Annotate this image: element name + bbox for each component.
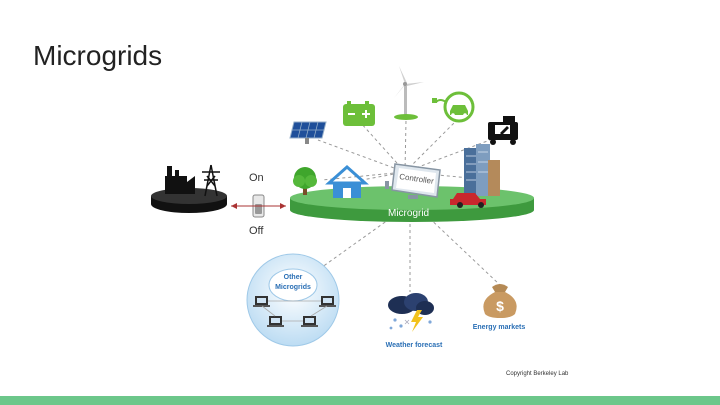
slide-title: Microgrids	[33, 40, 163, 71]
line-to-cloud	[317, 214, 396, 271]
switch-on-label: On	[249, 172, 264, 184]
house-icon	[325, 164, 369, 198]
factory-icon	[165, 166, 195, 194]
microgrid-label: Microgrid	[388, 208, 429, 219]
car-icon	[450, 193, 486, 208]
other-microgrids-cloud: Other Microgrids	[246, 253, 340, 347]
ev-charger-icon	[432, 91, 475, 123]
laptop-icon	[253, 296, 270, 307]
copyright-text: Copyright Berkeley Lab	[506, 371, 569, 377]
line-to-wind	[404, 119, 407, 173]
weather-icon	[388, 293, 434, 332]
buildings-icon	[464, 144, 500, 196]
laptop-icon	[267, 316, 284, 327]
bottom-accent-bar	[0, 396, 720, 405]
wind-turbine-icon	[394, 66, 424, 120]
money-symbol: $	[496, 298, 504, 314]
cloud-label-line2: Microgrids	[275, 284, 311, 291]
generator-icon	[488, 116, 518, 145]
laptop-icon	[319, 296, 336, 307]
cloud-label-line1: Other	[284, 274, 303, 281]
tree-icon	[293, 167, 317, 195]
grid-switch: On Off	[231, 172, 286, 237]
controller-monitor: Controller	[385, 163, 441, 199]
laptop-icon	[301, 316, 318, 327]
utility-grid-platform	[151, 164, 227, 213]
line-to-solar	[317, 139, 406, 173]
solar-panel-icon	[289, 121, 327, 144]
energy-markets-label: Energy markets	[473, 324, 526, 331]
power-tower-icon	[202, 164, 220, 197]
line-to-markets	[424, 213, 501, 286]
battery-icon	[343, 101, 375, 126]
line-to-ev	[404, 121, 456, 173]
weather-forecast-label: Weather forecast	[386, 342, 443, 349]
switch-off-label: Off	[249, 225, 264, 237]
line-to-tree	[321, 171, 406, 181]
line-to-battery	[359, 121, 406, 173]
money-bag-icon: $	[483, 284, 517, 318]
